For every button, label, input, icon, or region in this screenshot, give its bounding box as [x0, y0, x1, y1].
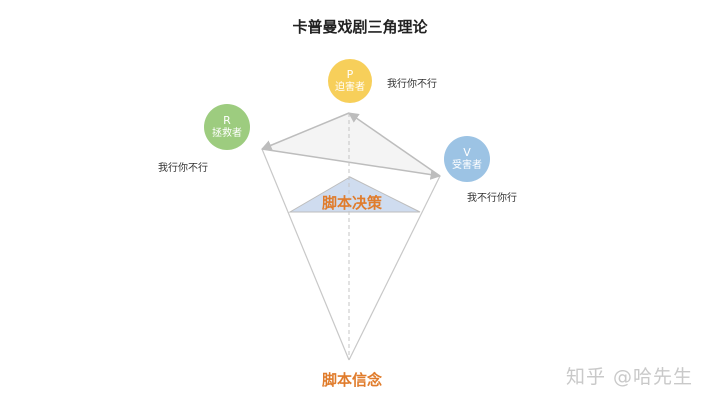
- persecutor-node: P 迫害者: [328, 59, 372, 103]
- diagram-title: 卡普曼戏剧三角理论: [292, 18, 428, 36]
- persecutor-letter: P: [346, 68, 354, 81]
- victim-node: V 受害者: [444, 136, 490, 182]
- script-decision-label: 脚本决策: [321, 194, 382, 212]
- edge-persecutor-rescuer: [261, 112, 350, 151]
- rescuer-node: R 拯救者: [204, 104, 250, 150]
- rescuer-label: 拯救者: [212, 128, 242, 139]
- victim-label: 受害者: [452, 160, 482, 171]
- drama-triangle: [262, 113, 440, 176]
- victim-letter: V: [463, 146, 471, 159]
- script-belief-label: 脚本信念: [321, 371, 382, 389]
- persecutor-note: 我行你不行: [387, 79, 437, 90]
- script-decision-triangle: [288, 176, 421, 213]
- edge-rescuer-victim: [261, 148, 442, 180]
- persecutor-label: 迫害者: [335, 82, 365, 93]
- victim-note: 我不行你行: [467, 193, 517, 204]
- cone-left-edge: [261, 148, 350, 361]
- edge-victim-persecutor: [348, 112, 441, 177]
- rescuer-letter: R: [223, 114, 231, 127]
- cone-right-edge: [348, 175, 441, 361]
- watermark: 知乎 @哈先生: [566, 366, 694, 388]
- rescuer-note: 我行你不行: [158, 163, 208, 174]
